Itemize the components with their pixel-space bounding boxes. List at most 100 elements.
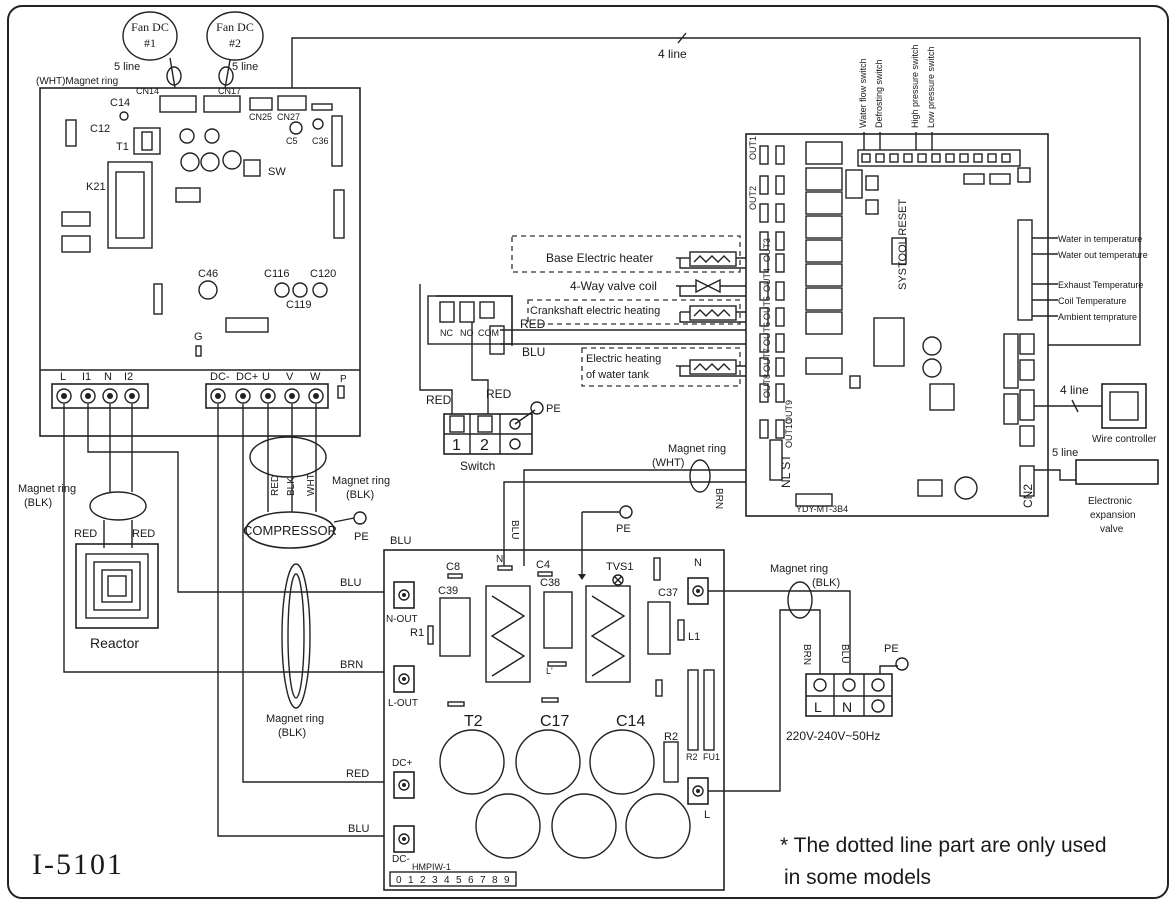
sw-com: COM	[478, 328, 499, 338]
comp-magnet-label: Magnet ring	[332, 475, 390, 487]
outer-frame	[7, 5, 1169, 899]
eev-lines: 5 line	[1052, 447, 1078, 459]
pb-l: L	[704, 809, 710, 821]
main-board-id: YDY-MT-3B4	[796, 504, 848, 514]
term-dc-minus: DC-	[210, 371, 230, 383]
eev-line3: valve	[1100, 524, 1124, 535]
pb-c37: C37	[658, 587, 678, 599]
power-input: Magnet ring (BLK) BRN BLU PE L N 220V-24…	[708, 563, 909, 792]
label-high-pressure-switch: High pressure switch	[910, 44, 920, 128]
load-water-tank-2: of water tank	[586, 369, 649, 381]
magnet-ring-fan2	[218, 66, 234, 86]
center-magnet-line1: Magnet ring	[266, 713, 324, 725]
svg-text:2: 2	[420, 875, 426, 886]
svg-text:OUT2: OUT2	[748, 186, 758, 210]
fan2-line1: Fan DC	[216, 20, 254, 34]
pb-c39: C39	[438, 585, 458, 597]
power-board-components: N' C8 C39 R1 C4 C38 L' TVS1 C37 L1 T2 C1…	[389, 554, 720, 887]
four-line-label: 4 line	[658, 47, 687, 61]
pb-pe-label: PE	[616, 523, 631, 535]
pb-c8: C8	[446, 561, 460, 573]
magnet-ring-center: Magnet ring (BLK)	[266, 563, 324, 739]
svg-text:7: 7	[480, 875, 486, 886]
pb-c17: C17	[540, 713, 569, 730]
svg-text:8: 8	[492, 875, 498, 886]
label-t1: T1	[116, 141, 129, 153]
pb-dc-minus: DC-	[392, 854, 410, 865]
magnet-ring-fan1	[166, 66, 182, 86]
reactor-red-left: RED	[74, 528, 97, 540]
sw-nc: NC	[440, 328, 453, 338]
fan1-lines: 5 line	[114, 61, 140, 73]
term-u: U	[262, 371, 270, 383]
control-board-components: CN14 CN17 CN25 CN27 C14 C12 T1 SW C5 C36…	[40, 86, 360, 399]
comp-wire-red: RED	[270, 475, 281, 496]
svg-text:OUT1: OUT1	[748, 136, 758, 160]
control-wires	[63, 404, 396, 837]
label-cn17: CN17	[218, 86, 241, 96]
wire-label-blu-dc: BLU	[348, 823, 369, 835]
terminal-block-left: L I1 N I2	[51, 371, 149, 409]
term-i1: I1	[82, 371, 91, 383]
comp-pe: PE	[354, 531, 369, 543]
label-cn14: CN14	[136, 86, 159, 96]
load-base-heater-label: Base Electric heater	[546, 251, 653, 265]
label-sw: SW	[268, 166, 286, 178]
reactor-magnet-blk: (BLK)	[24, 497, 52, 509]
pin-blu: BLU	[839, 644, 850, 663]
note-line2: in some models	[784, 866, 931, 889]
pb-fu1: FU1	[703, 752, 720, 762]
label-defrosting-switch: Defrosting switch	[874, 59, 884, 128]
compressor-label: COMPRESSOR	[243, 523, 337, 538]
term-dc-plus: DC+	[236, 371, 258, 383]
power-board-top-blu: BLU	[390, 535, 411, 547]
pb-l-out: L-OUT	[388, 698, 418, 709]
control-board	[39, 87, 361, 437]
fan1-line2: #1	[144, 36, 156, 50]
pb-r2: R2	[664, 731, 678, 743]
load-water-tank-1: Electric heating	[586, 353, 661, 365]
label-c14-top: C14	[110, 97, 130, 109]
label-g: G	[194, 331, 203, 343]
cn2-label: CN2	[1021, 484, 1035, 508]
sensor-coil: Coil Temperature	[1058, 296, 1126, 306]
pin-magnet-label: Magnet ring	[770, 563, 828, 575]
term-v: V	[286, 371, 294, 383]
term-i2: I2	[124, 371, 133, 383]
label-c46: C46	[198, 268, 218, 280]
load-four-way: 4-Way valve coil	[570, 278, 760, 297]
svg-text:OUT8: OUT8	[762, 374, 772, 398]
label-c119: C119	[286, 299, 311, 311]
load-crankshaft: Crankshaft electric heating	[527, 299, 760, 325]
comp-wire-wht: WHT	[306, 473, 317, 496]
pb-t2: T2	[464, 713, 483, 730]
center-magnet-line2: (BLK)	[278, 727, 306, 739]
sw-pe: PE	[546, 403, 561, 415]
eev-line2: expansion	[1090, 510, 1136, 521]
pb-dc-plus: DC+	[392, 758, 412, 769]
wire-blu-vertical: BLU	[509, 520, 520, 539]
pb-c4: C4	[536, 559, 550, 571]
term-n: N	[104, 371, 112, 383]
main-board-top-connectors	[857, 149, 1031, 185]
main-board-sensor-connectors: CN2	[1003, 219, 1035, 508]
svg-text:OUT7: OUT7	[762, 348, 772, 372]
main-board-center: SYSTOOL RESET YDY-MT-3B4 NL ST	[769, 199, 978, 514]
label-cn25: CN25	[249, 112, 272, 122]
power-board-terminals: N-OUT L-OUT DC+ DC- N L	[386, 557, 710, 865]
load-crankshaft-label: Crankshaft electric heating	[530, 305, 660, 317]
sensor-labels: Water in temperature Water out temperatu…	[1032, 234, 1148, 322]
sensor-water-in: Water in temperature	[1058, 234, 1142, 244]
label-low-pressure-switch: Low pressure switch	[926, 46, 936, 128]
pin-voltage: 220V-240V~50Hz	[786, 729, 880, 743]
switch-box: NC NO COM RED BLU RED RED 1 2 PE Switch	[419, 284, 760, 473]
label-k21: K21	[86, 181, 106, 193]
pb-model: HMPIW-1	[412, 862, 451, 872]
sensor-exhaust: Exhaust Temperature	[1058, 280, 1143, 290]
mid-magnet-label: Magnet ring	[668, 443, 726, 455]
reactor-magnet-label: Magnet ring	[18, 483, 76, 495]
svg-text:9: 9	[504, 875, 510, 886]
pb-c38: C38	[540, 577, 560, 589]
fan-dc-2: Fan DC #2 5 line	[206, 11, 264, 73]
